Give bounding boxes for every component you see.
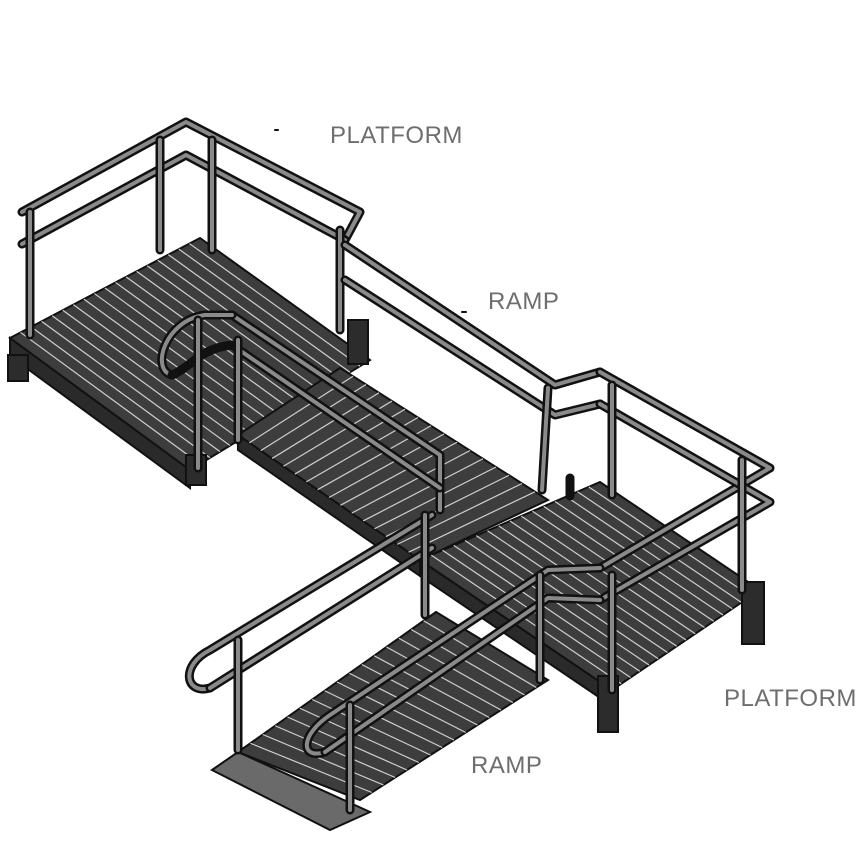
deck-slat [408,491,536,553]
label-ramp-lower: RAMP [471,752,543,779]
deck-slat [374,466,497,530]
ramp-upper [236,366,551,578]
handrail-ramp-lower-left [184,510,437,755]
deck-slat [351,449,471,514]
deck-slat [189,243,361,367]
platform-right [417,480,765,733]
ramp-lower [210,610,550,832]
deck-slat [410,628,525,696]
deck-slat [41,320,221,453]
deck-slat [20,331,201,465]
deck-slat [532,510,705,628]
deck-slat [83,298,261,428]
deck-slat [543,505,715,622]
deck-slat [167,254,341,379]
deck-slat [146,265,321,392]
deck-slat [386,646,502,711]
deck-slat [274,725,396,779]
label-platform-top: PLATFORM [330,122,463,149]
deck-slat [125,276,301,404]
label-platform-right: PLATFORM [724,685,857,712]
deck-slat [498,525,678,647]
deck-slat [509,520,687,641]
handrail-ramp-upper-inner [157,310,445,515]
deck-slat [565,496,733,610]
deck-slat [423,620,537,689]
platform-right-slats [430,486,752,685]
deck-slat [373,655,490,719]
deck-slat [262,733,384,786]
deck-slat [362,458,484,522]
deck-slat [361,663,478,726]
deck-slat [30,326,211,459]
deck-slat [430,554,622,685]
deck-slat [178,248,351,373]
handrail-ramp-lower-right [302,563,605,815]
platform-upper-left-slats [20,243,361,465]
deck-slat [577,491,742,603]
deck-slat [554,501,724,616]
deck-slat [336,681,455,741]
ramp-lower-transition-plate [210,750,373,832]
handrail-ramp-upper-outer [340,240,605,495]
label-ramp-upper: RAMP [488,288,560,315]
deck-slat [62,309,241,440]
handrail-platform-upper-left [17,117,365,340]
deck-slat [487,530,668,653]
deck-slat [104,287,281,416]
deck-slat [396,482,523,545]
deck-slat [349,672,467,734]
deck-slat [398,637,514,704]
deck-slat [115,281,291,410]
handrail-platform-right [565,367,775,695]
deck-slat [588,486,752,597]
